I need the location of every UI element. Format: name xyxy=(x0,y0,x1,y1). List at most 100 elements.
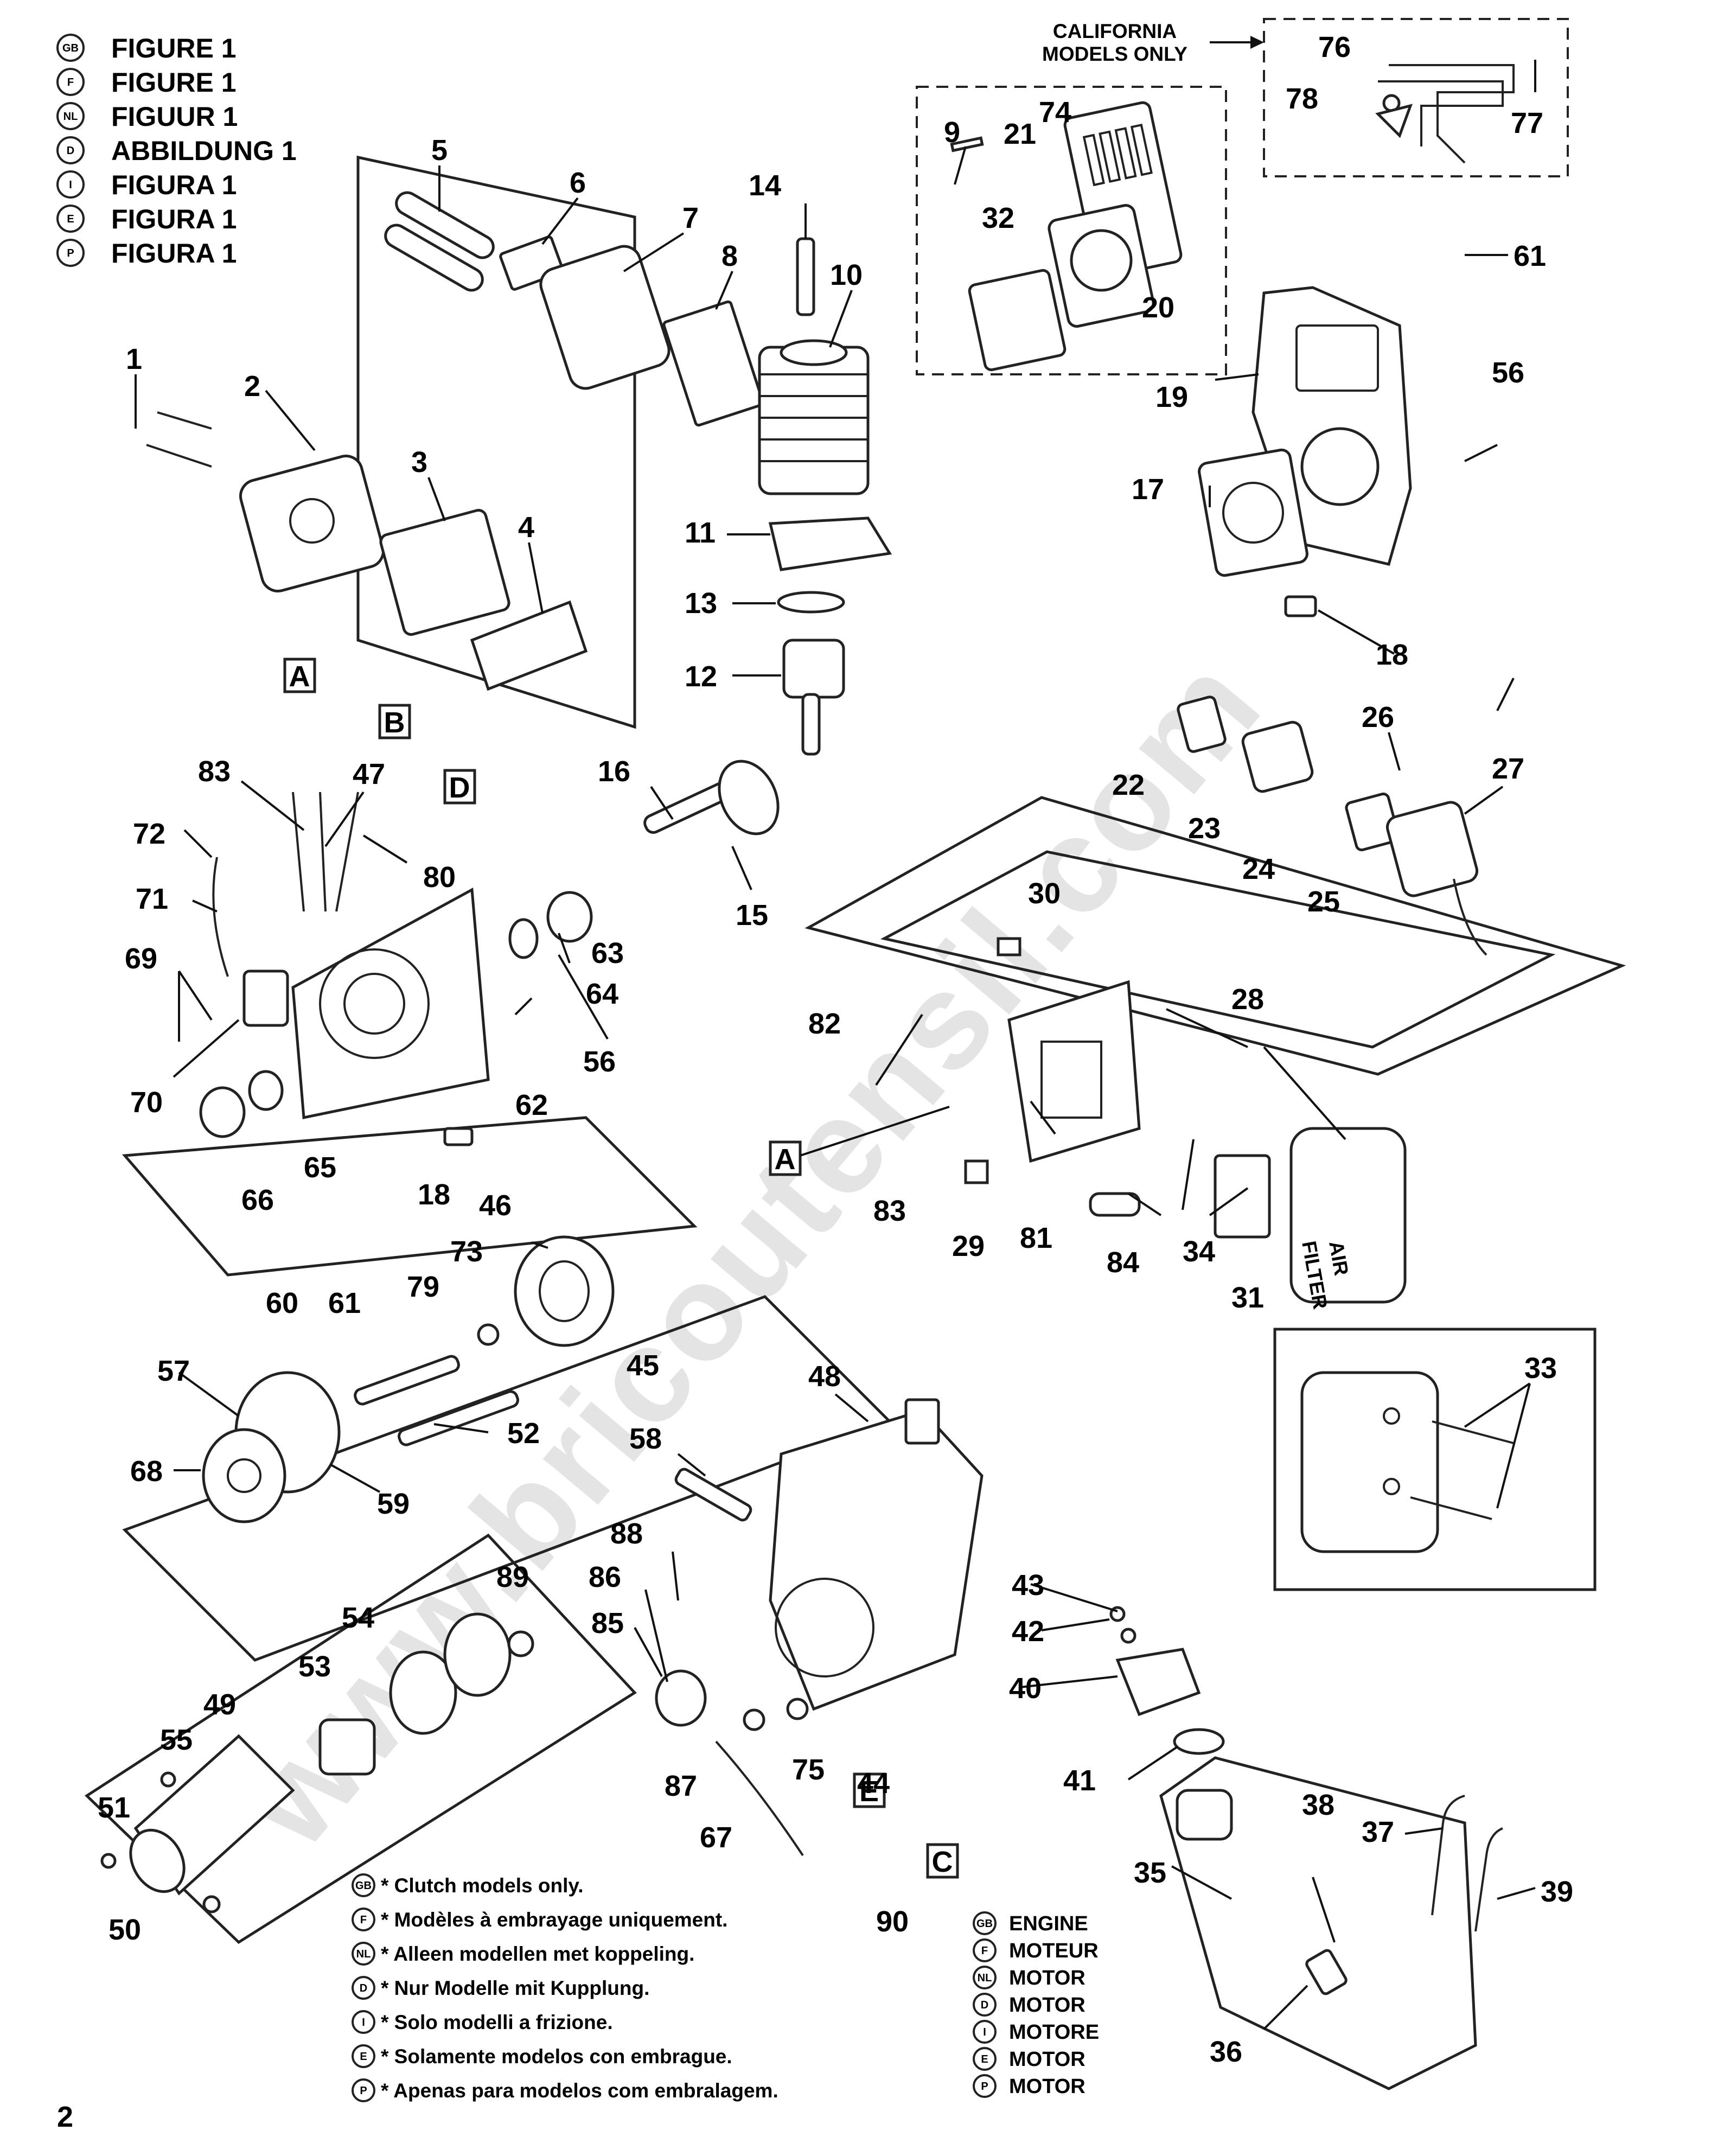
clutch-note-row: NL * Alleen modellen met koppeling. xyxy=(352,1942,694,1966)
california-label-line1: CALIFORNIA xyxy=(1053,20,1177,42)
letter-tag-a-mid: A xyxy=(769,1140,802,1176)
bolt-icon xyxy=(1410,1496,1492,1520)
callout-50: 50 xyxy=(108,1913,141,1946)
callout-3: 3 xyxy=(411,446,427,479)
muffler-bolt-icon xyxy=(384,224,484,292)
callout-2: 2 xyxy=(244,370,260,403)
callout-86: 86 xyxy=(589,1561,621,1593)
callout-11: 11 xyxy=(685,516,716,549)
callout-32: 32 xyxy=(982,202,1014,234)
gasket-icon xyxy=(379,509,510,636)
bolt-icon xyxy=(146,444,212,468)
callout-18-bottom: 18 xyxy=(418,1178,450,1211)
callout-61-top: 61 xyxy=(1514,240,1546,272)
callout-71: 71 xyxy=(136,883,168,915)
callout-16: 16 xyxy=(598,755,630,788)
nut-icon xyxy=(202,1895,221,1913)
piston-ring-icon xyxy=(777,591,845,614)
callout-37: 37 xyxy=(1362,1816,1394,1848)
callout-48: 48 xyxy=(808,1360,841,1393)
clutch-note-row: E * Solamente modelos con embrague. xyxy=(352,2044,732,2068)
callout-60: 60 xyxy=(266,1287,298,1319)
leader-lines xyxy=(135,165,1536,2030)
callout-8: 8 xyxy=(721,240,738,272)
connecting-rod-icon xyxy=(801,693,821,756)
callout-40: 40 xyxy=(1009,1672,1042,1705)
heading-row: E FIGURA 1 xyxy=(56,204,237,234)
callout-5: 5 xyxy=(431,134,448,167)
callout-13: 13 xyxy=(685,587,717,620)
fan-housing-group xyxy=(674,1398,984,1711)
recoil-spring-icon xyxy=(202,1428,286,1523)
screw-icon xyxy=(1464,444,1498,462)
callout-26: 26 xyxy=(1362,701,1394,733)
filter-pad-icon xyxy=(997,937,1021,956)
callout-30: 30 xyxy=(1028,877,1061,910)
starter-group xyxy=(122,1235,892,1662)
heading-row: F FIGURE 1 xyxy=(56,67,237,98)
bolt-icon xyxy=(398,1390,519,1446)
callout-90: 90 xyxy=(876,1905,909,1938)
heading-row: GB FIGURE 1 xyxy=(56,33,237,63)
nut-icon xyxy=(160,1771,176,1788)
lang-badge: F xyxy=(981,1945,988,1957)
fuel-tank-group xyxy=(1109,1606,1503,2090)
callout-33: 33 xyxy=(1524,1352,1557,1385)
engine-label-text: MOTOR xyxy=(1009,2075,1086,2098)
lang-badge: F xyxy=(67,76,74,88)
cylinder-icon xyxy=(758,346,870,495)
bolt-icon xyxy=(1432,1420,1514,1444)
spark-screen-icon xyxy=(1375,104,1413,138)
letter-tag-label: C xyxy=(932,1846,953,1878)
lang-badge: E xyxy=(981,2053,988,2065)
gasket-icon xyxy=(1173,1728,1225,1755)
callout-36: 36 xyxy=(1210,2036,1242,2068)
letter-tag-c: C xyxy=(926,1843,959,1879)
heading-label: FIGUUR 1 xyxy=(111,101,238,132)
callout-75: 75 xyxy=(792,1753,825,1786)
callout-64: 64 xyxy=(586,978,618,1010)
letter-tag-label: B xyxy=(384,706,405,739)
muffler-icon xyxy=(539,245,671,390)
gasket-icon xyxy=(968,269,1067,372)
bracket-icon xyxy=(950,136,984,152)
bolt-icon xyxy=(354,1355,460,1406)
fuel-filter-icon xyxy=(1089,1192,1141,1217)
wire-icon xyxy=(715,1740,804,1857)
tank-neck-icon xyxy=(1176,1789,1233,1841)
housing-tab-icon xyxy=(904,1398,940,1445)
nut-icon xyxy=(100,1853,117,1869)
callout-53: 53 xyxy=(298,1650,331,1683)
bearing-icon xyxy=(546,891,593,943)
gasket-icon xyxy=(662,300,764,427)
callout-81: 81 xyxy=(1020,1222,1052,1254)
heading-row: I FIGURA 1 xyxy=(56,170,237,200)
washer-icon xyxy=(508,918,539,959)
page-number: 2 xyxy=(57,2101,73,2133)
carburetor-icon xyxy=(1385,801,1479,897)
muffler-body-icon xyxy=(1070,229,1133,292)
lang-badge: D xyxy=(67,145,74,157)
lang-badge: NL xyxy=(978,1972,992,1984)
clutch-note-text: * Solamente modelos con embrague. xyxy=(381,2045,732,2068)
bolt-icon xyxy=(157,411,212,430)
callout-6: 6 xyxy=(570,167,586,199)
callout-41: 41 xyxy=(1063,1764,1096,1797)
intake-adapter-icon xyxy=(1241,720,1314,793)
muffler-bolt-icon xyxy=(395,191,495,259)
callout-74: 74 xyxy=(1039,96,1071,129)
seal-icon xyxy=(248,1070,284,1111)
letter-tag-label: E xyxy=(859,1775,879,1808)
callout-83-bottom: 83 xyxy=(873,1195,906,1227)
clutch-group xyxy=(84,1533,707,1944)
engine-labels: GB ENGINE F MOTEUR NL MOTOR D MOTOR I MO… xyxy=(973,1911,1099,2098)
callout-43: 43 xyxy=(1012,1569,1044,1602)
lang-badge: GB xyxy=(355,1880,372,1892)
callout-58: 58 xyxy=(629,1423,662,1455)
engine-label-text: MOTOR xyxy=(1009,2048,1086,2071)
callout-65: 65 xyxy=(304,1151,336,1184)
callout-63: 63 xyxy=(591,937,624,969)
lang-badge: GB xyxy=(976,1918,993,1930)
spacer-block-icon xyxy=(443,1127,474,1146)
crankcase-group xyxy=(122,792,698,1277)
